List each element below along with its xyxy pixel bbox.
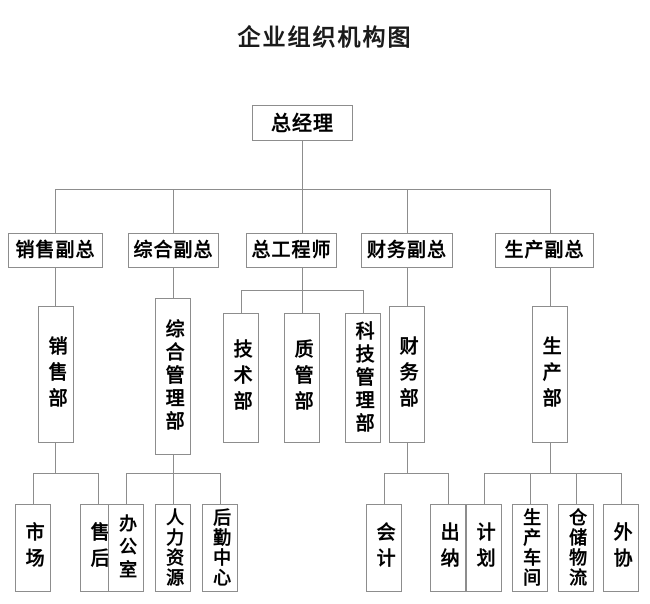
connector-drop-tech-dept xyxy=(241,290,242,313)
node-label: 质管部 xyxy=(291,339,314,417)
connector-drop-finance-vp xyxy=(407,189,408,233)
connector-drop-after-sales xyxy=(98,473,99,504)
node-cashier[interactable]: 出纳 xyxy=(430,504,466,592)
node-label: 总经理 xyxy=(271,110,334,135)
connector-sales-dept-stem xyxy=(55,443,56,473)
node-office[interactable]: 办公室 xyxy=(108,504,144,592)
node-sci-tech-management-department[interactable]: 科技管理部 xyxy=(345,313,381,443)
connector-sales-vp-to-dept xyxy=(55,268,56,306)
connector-drop-market xyxy=(33,473,34,504)
connector-finance-dept-stem xyxy=(407,443,408,473)
connector-drop-planning xyxy=(484,473,485,504)
connector-general-vp-to-dept xyxy=(173,268,174,298)
node-production-workshop[interactable]: 生产车间 xyxy=(512,504,548,592)
node-label: 技术部 xyxy=(230,339,253,417)
connector-chief-engineer-stem xyxy=(302,268,303,290)
node-label: 市场 xyxy=(22,522,45,574)
page-title: 企业组织机构图 xyxy=(237,25,413,51)
connector-drop-sales-vp xyxy=(55,189,56,233)
node-label: 会计 xyxy=(373,522,396,574)
connector-drop-outsourcing xyxy=(621,473,622,504)
node-label: 财务部 xyxy=(396,335,419,414)
node-label: 生产车间 xyxy=(520,508,542,588)
node-logistics-center[interactable]: 后勤中心 xyxy=(202,504,238,592)
node-label: 科技管理部 xyxy=(352,320,375,436)
node-label: 办公室 xyxy=(116,513,138,583)
connector-sales-dept-bus xyxy=(33,473,98,474)
node-warehouse-logistics[interactable]: 仓储物流 xyxy=(558,504,594,592)
connector-production-dept-stem xyxy=(550,443,551,473)
node-label: 销售部 xyxy=(45,335,68,414)
connector-production-vp-to-dept xyxy=(550,268,551,306)
connector-drop-hr xyxy=(173,473,174,504)
connector-root-stem xyxy=(302,141,303,189)
node-label: 出纳 xyxy=(437,522,460,574)
node-label: 生产副总 xyxy=(504,238,585,261)
connector-drop-accounting xyxy=(384,473,385,504)
connector-drop-quality-dept xyxy=(302,290,303,313)
connector-drop-workshop xyxy=(530,473,531,504)
node-planning[interactable]: 计划 xyxy=(466,504,502,592)
node-label: 计划 xyxy=(473,522,496,574)
node-market[interactable]: 市场 xyxy=(15,504,51,592)
node-accounting[interactable]: 会计 xyxy=(366,504,402,592)
connector-finance-dept-bus xyxy=(384,473,448,474)
node-general-manager[interactable]: 总经理 xyxy=(252,105,353,141)
node-quality-department[interactable]: 质管部 xyxy=(284,313,320,443)
connector-drop-office xyxy=(126,473,127,504)
node-label: 外协 xyxy=(610,522,633,574)
node-label: 售后 xyxy=(87,522,110,574)
connector-drop-general-vp xyxy=(173,189,174,233)
connector-finance-vp-to-dept xyxy=(407,268,408,306)
connector-drop-chief-engineer xyxy=(302,189,303,233)
node-finance-vp[interactable]: 财务副总 xyxy=(361,233,453,268)
node-label: 人力资源 xyxy=(163,508,185,588)
connector-drop-cashier xyxy=(448,473,449,504)
connector-drop-logistics-center xyxy=(220,473,221,504)
node-sales-department[interactable]: 销售部 xyxy=(38,306,74,443)
node-label: 生产部 xyxy=(539,335,562,414)
node-sales-vp[interactable]: 销售副总 xyxy=(8,233,103,268)
node-technology-department[interactable]: 技术部 xyxy=(223,313,259,443)
node-label: 销售副总 xyxy=(15,238,96,261)
node-outsourcing[interactable]: 外协 xyxy=(603,504,639,592)
connector-general-dept-stem xyxy=(173,455,174,473)
node-label: 后勤中心 xyxy=(210,508,232,588)
node-label: 总工程师 xyxy=(251,238,332,261)
node-chief-engineer[interactable]: 总工程师 xyxy=(246,233,337,268)
node-general-vp[interactable]: 综合副总 xyxy=(128,233,219,268)
connector-production-dept-bus xyxy=(484,473,621,474)
node-label: 财务副总 xyxy=(366,238,447,261)
node-general-management-department[interactable]: 综合管理部 xyxy=(155,298,191,455)
node-label: 仓储物流 xyxy=(566,508,588,588)
node-label: 综合管理部 xyxy=(162,319,185,434)
node-human-resources[interactable]: 人力资源 xyxy=(155,504,191,592)
connector-drop-warehouse xyxy=(576,473,577,504)
connector-drop-production-vp xyxy=(550,189,551,233)
node-production-department[interactable]: 生产部 xyxy=(532,306,568,443)
connector-drop-sci-tech-dept xyxy=(363,290,364,313)
node-finance-department[interactable]: 财务部 xyxy=(389,306,425,443)
node-label: 综合副总 xyxy=(133,238,214,261)
node-production-vp[interactable]: 生产副总 xyxy=(495,233,594,268)
